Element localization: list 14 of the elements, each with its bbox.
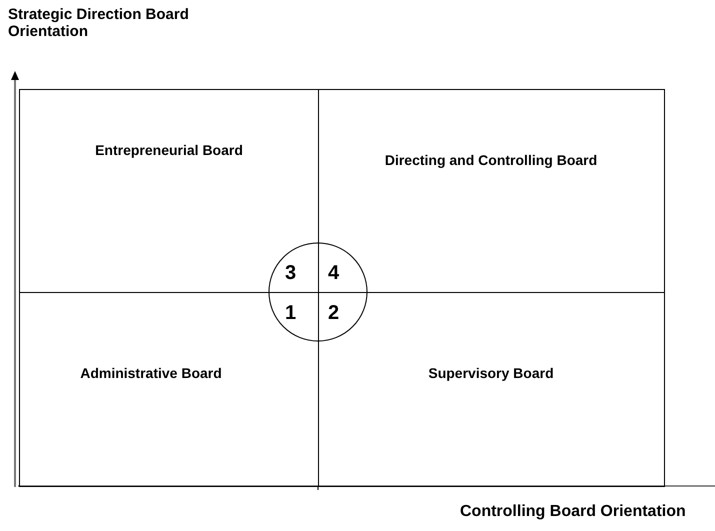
quadrant-box xyxy=(19,292,319,487)
quadrant-number: 3 xyxy=(285,262,296,285)
quadrant-label: Directing and Controlling Board xyxy=(384,152,598,168)
quadrant-number: 4 xyxy=(328,262,340,285)
quadrant-number: 1 xyxy=(285,302,296,325)
quadrant-box xyxy=(19,89,319,293)
quadrant-number: 2 xyxy=(328,302,340,325)
quadrant-label: Administrative Board xyxy=(80,365,222,381)
axis-title: Controlling Board Orientation xyxy=(460,503,686,521)
quadrant-box xyxy=(318,292,665,487)
quadrant-label: Supervisory Board xyxy=(428,365,554,381)
quadrant-label: Entrepreneurial Board xyxy=(95,142,243,158)
axis-title: Strategic Direction Board Orientation xyxy=(8,6,190,40)
quadrant-box xyxy=(318,89,665,293)
